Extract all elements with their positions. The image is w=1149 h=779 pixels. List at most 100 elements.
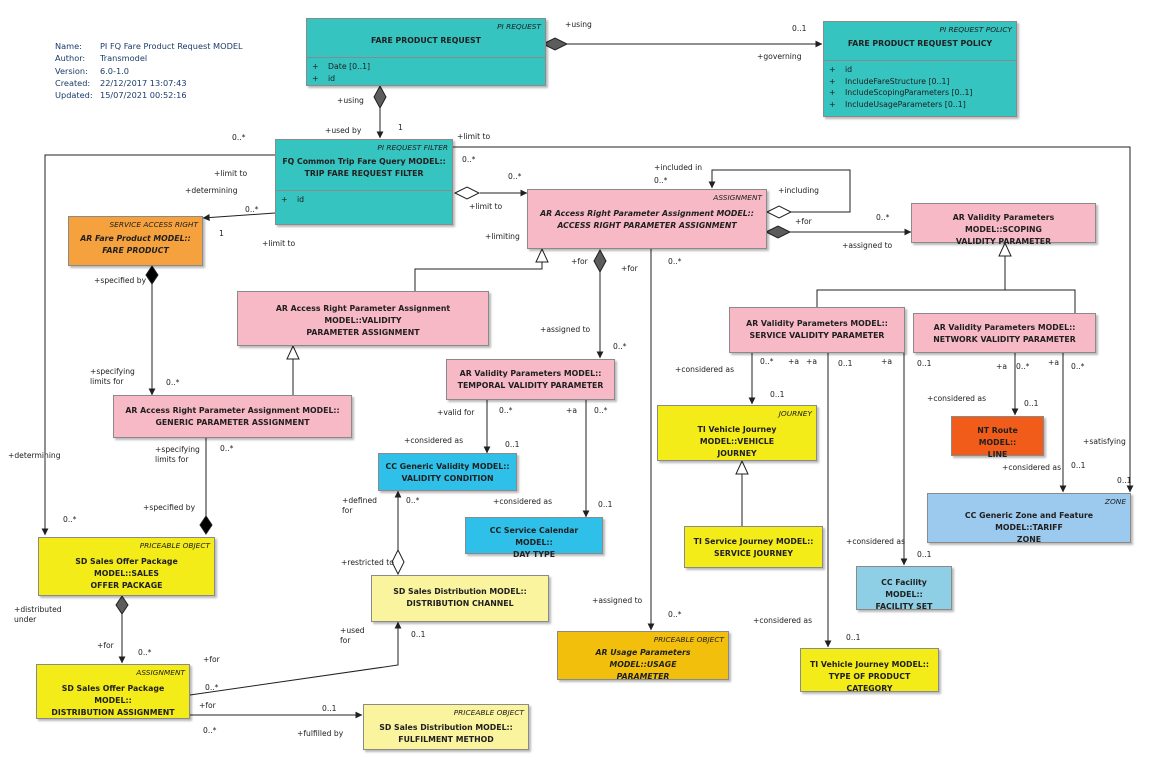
role-label: +included in (654, 163, 703, 172)
class-service-journey[interactable]: TI Service Journey MODEL::SERVICE JOURNE… (684, 526, 823, 568)
diamond-assignment-temporal (593, 248, 607, 274)
assoc-assignment-self (708, 169, 851, 213)
class-name: CC Generic Validity MODEL::VALIDITY COND… (379, 461, 516, 485)
class-name-line: SD Sales Offer Package MODEL::SALES (75, 557, 178, 578)
class-name-line: TEMPORAL VALIDITY PARAMETER (457, 381, 604, 390)
attribute-text: Date [0..1] (328, 62, 371, 71)
meta-value: PI FQ Fare Product Request MODEL (100, 41, 243, 51)
role-label: +specifying limits for (90, 367, 135, 386)
role-label: +used by (325, 126, 362, 135)
role-label: +a (881, 357, 893, 366)
role-label: +limit to (262, 239, 296, 248)
role-label: +a (566, 406, 578, 415)
role-label: +valid for (437, 408, 475, 417)
class-name-line: SD Sales Offer Package MODEL:: (61, 684, 165, 705)
role-label: +governing (757, 52, 802, 61)
meta-row-name: Name: PI FQ Fare Product Request MODEL (55, 40, 243, 52)
class-service-validity-parameter[interactable]: AR Validity Parameters MODEL::SERVICE VA… (729, 307, 905, 353)
class-vehicle-journey[interactable]: JOURNEY TI Vehicle Journey MODEL::VEHICL… (657, 405, 817, 461)
role-label: +a (1048, 358, 1060, 367)
role-label: +for (571, 257, 588, 266)
multiplicity: 0..1 (792, 24, 807, 33)
meta-key: Updated: (55, 90, 93, 101)
class-fare-product[interactable]: SERVICE ACCESS RIGHT AR Fare Product MOD… (68, 216, 203, 266)
class-name-line: PARAMETER (616, 672, 670, 681)
diamond-filter-assignment (453, 186, 481, 200)
class-network-validity-parameter[interactable]: AR Validity Parameters MODEL::NETWORK VA… (913, 313, 1096, 353)
multiplicity: 0..1 (846, 633, 861, 642)
class-day-type[interactable]: CC Service Calendar MODEL::DAY TYPE (465, 517, 603, 559)
multiplicity: 0..1 (505, 440, 520, 449)
role-label: +considered as (675, 365, 735, 374)
class-line[interactable]: NT Route MODEL::LINE (951, 416, 1044, 459)
class-fare-product-request-policy[interactable]: PI REQUEST POLICY FARE PRODUCT REQUEST P… (823, 21, 1017, 117)
class-name: SD Sales Distribution MODEL::DISTRIBUTIO… (372, 586, 548, 610)
multiplicity: 0..* (1016, 362, 1030, 371)
class-trip-fare-request-filter[interactable]: PI REQUEST FILTER FQ Common Trip Fare Qu… (275, 139, 453, 225)
role-label: +assigned to (540, 325, 591, 334)
class-name: AR Access Right Parameter Assignment MOD… (528, 208, 766, 232)
gen-validity-assignment (414, 262, 543, 291)
multiplicity: 0..* (245, 205, 259, 214)
stereotype: PI REQUEST FILTER (377, 143, 448, 152)
assoc-filter-tariffzone (453, 146, 1134, 493)
class-sales-offer-package[interactable]: PRICEABLE OBJECT SD Sales Offer Package … (38, 537, 215, 596)
visibility: + (829, 65, 836, 74)
role-label: +for (97, 641, 114, 650)
class-name-line: FACILITY SET (875, 602, 933, 611)
class-distribution-channel[interactable]: SD Sales Distribution MODEL::DISTRIBUTIO… (371, 575, 549, 622)
class-validity-condition[interactable]: CC Generic Validity MODEL::VALIDITY COND… (378, 453, 517, 491)
role-label: +specifying limits for (155, 445, 200, 464)
stereotype: SERVICE ACCESS RIGHT (109, 220, 198, 229)
class-name: AR Access Right Parameter Assignment MOD… (238, 303, 488, 339)
meta-key: Name: (55, 41, 82, 51)
attribute: +IncludeUsageParameters [0..1] (824, 99, 1016, 111)
class-validity-parameter-assignment[interactable]: AR Access Right Parameter Assignment MOD… (237, 291, 489, 346)
class-name: TI Service Journey MODEL::SERVICE JOURNE… (685, 536, 822, 560)
role-label: +distributed under (14, 605, 62, 624)
multiplicity: 0..* (138, 648, 152, 657)
stereotype: ASSIGNMENT (136, 668, 185, 677)
class-generic-parameter-assignment[interactable]: AR Access Right Parameter Assignment MOD… (113, 395, 352, 438)
class-name-line: DISTRIBUTION ASSIGNMENT (51, 708, 175, 717)
multiplicity: 0..* (205, 683, 219, 692)
multiplicity: 1 (398, 123, 403, 132)
class-name: TI Vehicle Journey MODEL::TYPE OF PRODUC… (801, 659, 938, 695)
class-temporal-validity-parameter[interactable]: AR Validity Parameters MODEL::TEMPORAL V… (446, 359, 615, 400)
class-name-line: AR Validity Parameters MODEL:: (746, 319, 888, 328)
multiplicity: 0..1 (1117, 476, 1132, 485)
diamond-sop-da (115, 595, 129, 615)
multiplicity: 0..1 (411, 630, 426, 639)
class-usage-parameter[interactable]: PRICEABLE OBJECT AR Usage Parameters MOD… (557, 631, 729, 681)
attribute-text: IncludeScopingParameters [0..1] (845, 88, 973, 97)
class-facility-set[interactable]: CC Facility MODEL::FACILITY SET (856, 566, 952, 611)
visibility: + (312, 73, 319, 83)
class-distribution-assignment[interactable]: ASSIGNMENT SD Sales Offer Package MODEL:… (36, 664, 190, 719)
triangle-gen-vehiclejourney (735, 459, 749, 475)
class-type-of-product-category[interactable]: TI Vehicle Journey MODEL::TYPE OF PRODUC… (800, 648, 939, 695)
attribute-text: id (328, 73, 336, 83)
role-label: +limiting (485, 232, 520, 241)
diamond-assignment-self (765, 205, 793, 219)
class-name: CC Service Calendar MODEL::DAY TYPE (466, 525, 602, 561)
diamond-request-filter (373, 84, 387, 110)
class-name-line: CC Facility MODEL:: (881, 578, 927, 599)
meta-value: Transmodel (100, 53, 148, 64)
role-label: +a (806, 357, 818, 366)
class-name-line: CC Service Calendar MODEL:: (489, 526, 579, 547)
stereotype: ASSIGNMENT (713, 193, 762, 202)
class-fare-product-request[interactable]: PI REQUEST FARE PRODUCT REQUEST +Date [0… (306, 18, 546, 86)
class-name-line: SD Sales Distribution MODEL:: (379, 723, 513, 732)
class-fulfilment-method[interactable]: PRICEABLE OBJECT SD Sales Distribution M… (363, 704, 529, 750)
class-name-line: CC Generic Zone and Feature MODEL::TARIF… (964, 511, 1094, 532)
multiplicity: 0..1 (917, 550, 932, 559)
class-name-line: NETWORK VALIDITY PARAMETER (933, 335, 1076, 344)
role-label: +used for (340, 626, 365, 645)
role-label: +defined for (342, 496, 377, 515)
class-access-right-parameter-assignment[interactable]: ASSIGNMENT AR Access Right Parameter Ass… (527, 189, 767, 249)
class-name: FQ Common Trip Fare Query MODEL::TRIP FA… (276, 156, 452, 180)
class-tariff-zone[interactable]: ZONE CC Generic Zone and Feature MODEL::… (927, 493, 1131, 544)
class-name-line: GENERIC PARAMETER ASSIGNMENT (155, 418, 310, 427)
attribute: +Date [0..1] (307, 61, 545, 73)
